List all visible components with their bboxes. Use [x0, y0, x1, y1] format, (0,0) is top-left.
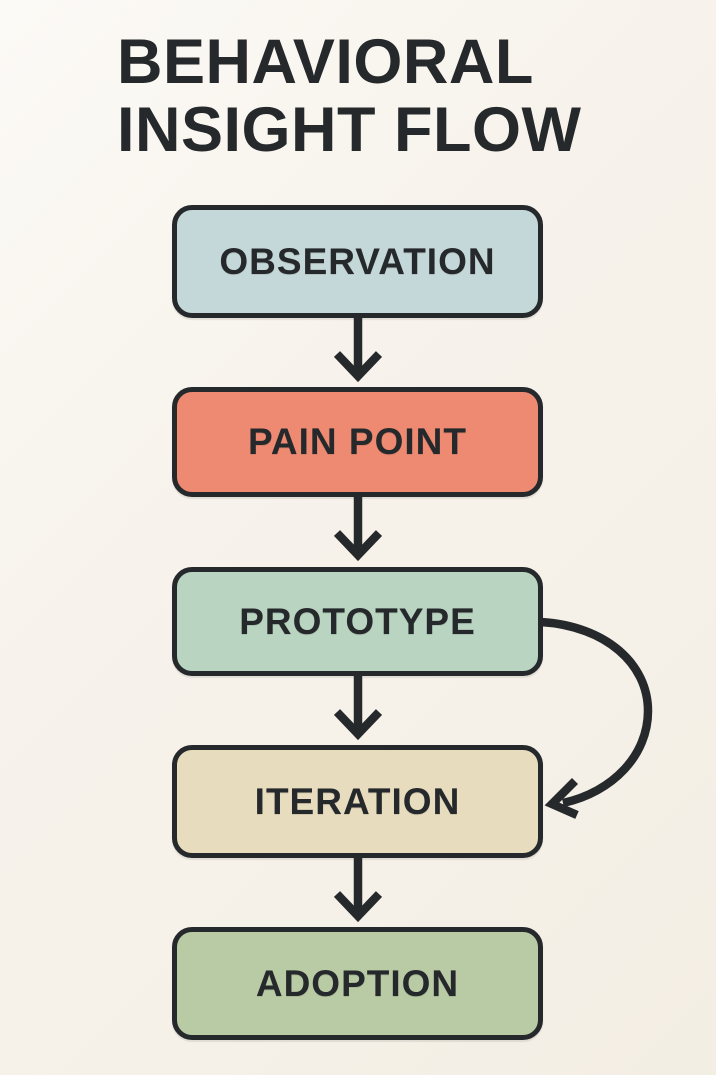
- arrow-prototype-to-iteration-icon: [333, 676, 383, 741]
- flow-node-pain-point-label: PAIN POINT: [248, 421, 467, 462]
- flow-node-prototype-label: PROTOTYPE: [239, 600, 476, 642]
- page-title-line1: BEHAVIORAL: [117, 27, 534, 97]
- flow-node-observation: OBSERVATION: [172, 205, 543, 318]
- flow-node-iteration: ITERATION: [172, 745, 543, 858]
- arrow-observation-to-pain-point-icon: [333, 318, 383, 383]
- arrow-pain-point-to-prototype-icon: [333, 497, 383, 562]
- page-title-line2: INSIGHT FLOW: [117, 95, 582, 165]
- flow-node-iteration-label: ITERATION: [254, 780, 461, 822]
- flow-node-prototype: PROTOTYPE: [172, 567, 543, 676]
- flow-node-pain-point: PAIN POINT: [172, 387, 543, 497]
- flow-node-observation-label: OBSERVATION: [219, 240, 496, 282]
- arrow-iteration-to-adoption-icon: [333, 858, 383, 923]
- flow-node-adoption: ADOPTION: [172, 927, 543, 1040]
- flow-node-adoption-label: ADOPTION: [255, 962, 460, 1004]
- loop-arrow-prototype-to-iteration-icon: [540, 617, 653, 819]
